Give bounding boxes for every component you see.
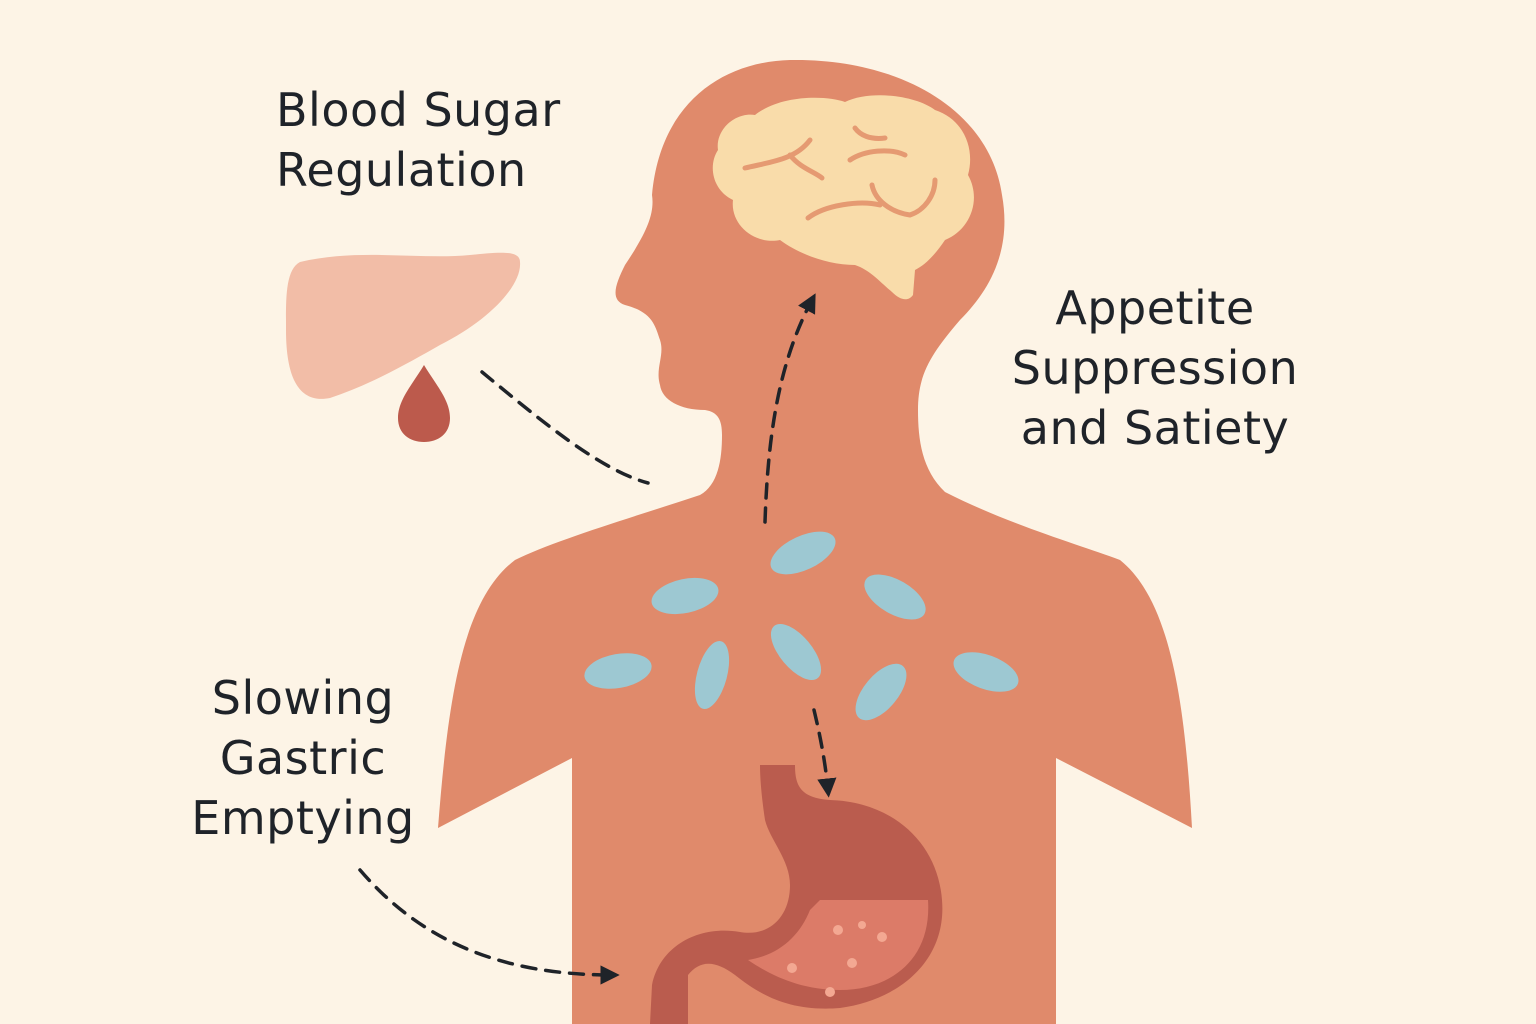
particles [584, 531, 1019, 721]
particle-icon [694, 640, 730, 710]
label-appetite-suppression: Appetite Suppression and Satiety [1000, 278, 1310, 458]
label-line: Suppression [1011, 341, 1299, 395]
brain-folds [742, 125, 938, 221]
label-slowing-gastric-emptying: Slowing Gastric Emptying [178, 668, 428, 848]
label-line: Slowing [211, 671, 395, 725]
particle-icon [953, 652, 1019, 692]
particle-icon [584, 653, 652, 689]
dashed-arrow [763, 293, 816, 524]
label-line: Gastric [219, 731, 387, 785]
dashed-arrows [358, 293, 837, 985]
dashed-arrow [358, 868, 620, 985]
stomach-bubbles [787, 921, 887, 997]
particle-icon [770, 531, 836, 575]
label-line: Regulation [276, 143, 527, 197]
label-line: Blood Sugar [276, 83, 561, 137]
label-line: and Satiety [1020, 401, 1290, 455]
particle-icon [855, 663, 907, 721]
particle-icon [770, 623, 822, 681]
label-line: Appetite [1055, 281, 1255, 335]
label-blood-sugar-regulation: Blood Sugar Regulation [276, 80, 561, 200]
label-line: Emptying [191, 791, 415, 845]
liver-icon [285, 252, 521, 399]
particle-icon [651, 577, 719, 615]
brain-icon [712, 95, 974, 300]
dashed-arrow [812, 708, 837, 798]
dashed-arrow [480, 370, 650, 485]
particle-icon [864, 574, 926, 620]
blood-drop-icon [398, 365, 450, 442]
